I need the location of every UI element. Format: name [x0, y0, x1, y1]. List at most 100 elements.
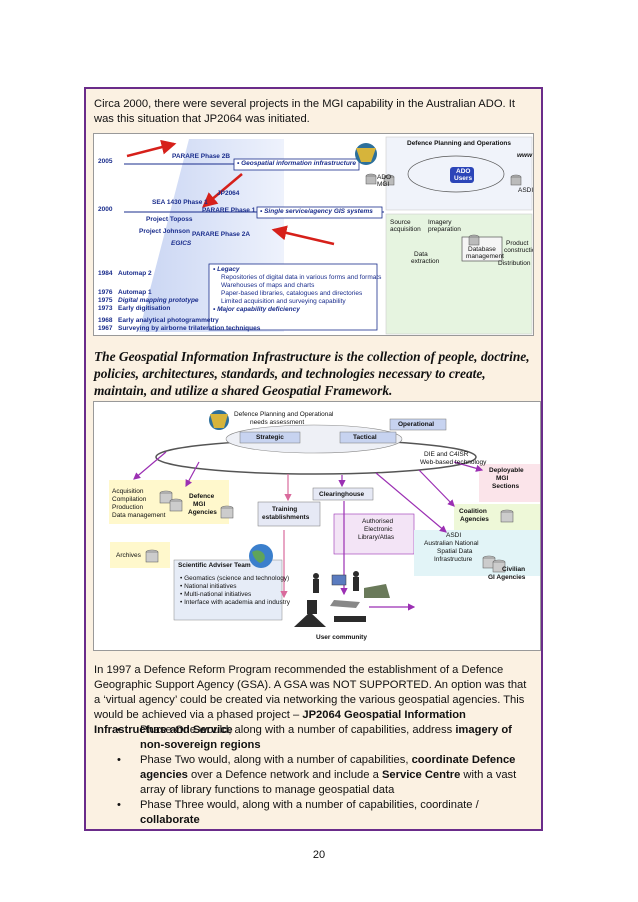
project-johnson: Project Johnson — [139, 228, 190, 235]
year-1973: 1973 — [98, 305, 113, 312]
authorised-0: Authorised — [362, 518, 394, 525]
bullet-text-part: over a Defence network and include a — [187, 769, 382, 781]
project-automap1: Automap 1 — [118, 289, 152, 296]
bullet-dot: • — [117, 724, 121, 736]
project-toposs: Project Toposs — [146, 216, 193, 223]
db-mgmt-1: management — [466, 253, 504, 260]
dpo-label-1: needs assessment — [250, 419, 305, 426]
archives-label: Archives — [116, 552, 141, 559]
reform-bold: JP2064 Geospatial Information Infrastruc… — [94, 709, 466, 736]
defence-mgi-1: MGI — [193, 501, 206, 508]
project-airborne: Surveying by airborne trilateration tech… — [118, 325, 261, 332]
year-2005: 2005 — [98, 158, 113, 165]
bullet-text-part: Phase Two would, along with a number of … — [140, 754, 412, 766]
bullet-text: Phase Two would, along with a number of … — [140, 753, 535, 798]
sci-item-1: • National initiatives — [180, 583, 237, 590]
asdi-1: Australian National — [424, 540, 479, 547]
authorised-2: Library/Atlas — [358, 534, 395, 541]
coalition-0: Coalition — [459, 508, 487, 515]
year-1975: 1975 — [98, 297, 113, 304]
deployable-1: MGI — [496, 475, 509, 482]
phase-three-bullet: • Phase Three would, along with a number… — [117, 798, 537, 826]
page-number: 20 — [312, 849, 326, 861]
sci-item-3: • Interface with academia and industry — [180, 599, 290, 606]
ado-mgi-0: ADO — [377, 174, 392, 181]
imagery-prep-1: preparation — [428, 226, 461, 233]
project-early-digitisation: Early digitisation — [118, 305, 171, 312]
ado-users-1: Users — [454, 175, 473, 182]
distribution-label: Distribution — [498, 260, 531, 267]
deployable-0: Deployable — [489, 467, 524, 474]
project-automap2: Automap 2 — [118, 270, 152, 277]
sci-item-2: • Multi-national initiatives — [180, 591, 252, 598]
user-community-label: User community — [316, 634, 367, 641]
phase-one-bullet: • Phase One would, along with a number o… — [117, 723, 537, 753]
sci-team-label: Scientific Adviser Team — [178, 562, 251, 569]
strategic-label: Strategic — [256, 434, 284, 441]
product-con-0: Product — [506, 240, 529, 247]
bullet-bold-part: collaborate — [140, 814, 200, 826]
bullet-bold-part: coordinate Defence agencies — [140, 754, 516, 781]
training-1: establishments — [262, 514, 310, 521]
civilian-1: GI Agencies — [488, 574, 526, 581]
gii-diagram — [109, 410, 540, 627]
project-egics: EGICS — [171, 240, 192, 247]
bullet-text: Phase Three would, along with a number o… — [140, 798, 535, 828]
source-acq-0: Source — [390, 219, 411, 226]
legacy-3: Paper-based libraries, catalogues and di… — [221, 290, 363, 297]
dpo-label-0: Defence Planning and Operational — [234, 411, 334, 418]
year-2000: 2000 — [98, 206, 113, 213]
legacy-1: Repositories of digital data in various … — [221, 274, 382, 281]
defence-mgi-0: Defence — [189, 493, 215, 500]
project-jp2064: JP2064 — [217, 190, 240, 197]
deployable-2: Sections — [492, 483, 520, 490]
acq-2: Production — [112, 504, 144, 511]
legacy-5: • Major capability deficiency — [213, 306, 300, 313]
data-ext-0: Data — [414, 251, 428, 258]
asdi-label: ASDI — [518, 187, 534, 194]
acq-3: Data management — [112, 512, 166, 519]
reform-text: In 1997 a Defence Reform Program recomme… — [94, 664, 527, 721]
bullet-dot: • — [117, 799, 121, 811]
ado-mgi-1: MGI — [377, 181, 390, 188]
legacy-4: Limited acquisition and surveying capabi… — [221, 298, 346, 305]
bullet-text-part: Phase Three would, along with a number o… — [140, 799, 479, 811]
sci-item-0: • Geomatics (science and technology) — [180, 575, 290, 582]
coalition-1: Agencies — [460, 516, 489, 523]
ado-users-0: ADO — [456, 168, 471, 175]
imagery-prep-0: Imagery — [428, 219, 452, 226]
asdi-0: ASDI — [446, 532, 462, 539]
bullet-text-part: with a vast array of library functions t… — [140, 769, 517, 796]
intro-paragraph: Circa 2000, there were several projects … — [94, 98, 515, 125]
project-dmp: Digital mapping prototype — [118, 297, 199, 304]
operational-label: Operational — [398, 421, 435, 428]
product-con-1: construction — [504, 247, 533, 254]
legacy-0: • Legacy — [213, 266, 240, 273]
phase-two-bullet: • Phase Two would, along with a number o… — [117, 753, 537, 798]
die-label-1: Web-based technology — [420, 459, 487, 466]
year-1968: 1968 — [98, 317, 113, 324]
single-gis-label: • Single service/agency GIS systems — [260, 208, 373, 215]
data-ext-1: extraction — [411, 258, 440, 265]
figure-mgi-timeline: 2005 2000 1984 1976 1975 1973 1968 1967 … — [93, 133, 534, 336]
bullet-text: Phase One would, along with a number of … — [140, 723, 535, 753]
bullet-dot: • — [117, 754, 121, 766]
project-parare-1: PARARE Phase 1 — [202, 207, 256, 214]
authorised-1: Electronic — [364, 526, 393, 533]
asdi-3: Infrastructure — [434, 556, 473, 563]
bullet-text-part: Phase One would, along with a number of … — [140, 724, 456, 736]
figure-caption: The Geospatial Information Infrastructur… — [94, 349, 530, 398]
training-0: Training — [272, 506, 298, 513]
timeline-diagram — [124, 136, 533, 335]
defence-mgi-2: Agencies — [188, 509, 217, 516]
db-mgmt-0: Database — [468, 246, 496, 253]
die-label-0: DIE and C4ISR — [424, 451, 469, 458]
project-photogrammetry: Early analytical photogrammetry — [118, 317, 219, 324]
clearinghouse-label: Clearinghouse — [319, 491, 365, 498]
project-parare-2a: PARARE Phase 2A — [192, 231, 251, 238]
bullet-bold-part: Service Centre — [381, 769, 461, 781]
www-label: www — [517, 152, 533, 159]
figure-gii-architecture: Defence Planning and Operational needs a… — [93, 401, 541, 651]
year-1976: 1976 — [98, 289, 113, 296]
year-1967: 1967 — [98, 325, 113, 332]
